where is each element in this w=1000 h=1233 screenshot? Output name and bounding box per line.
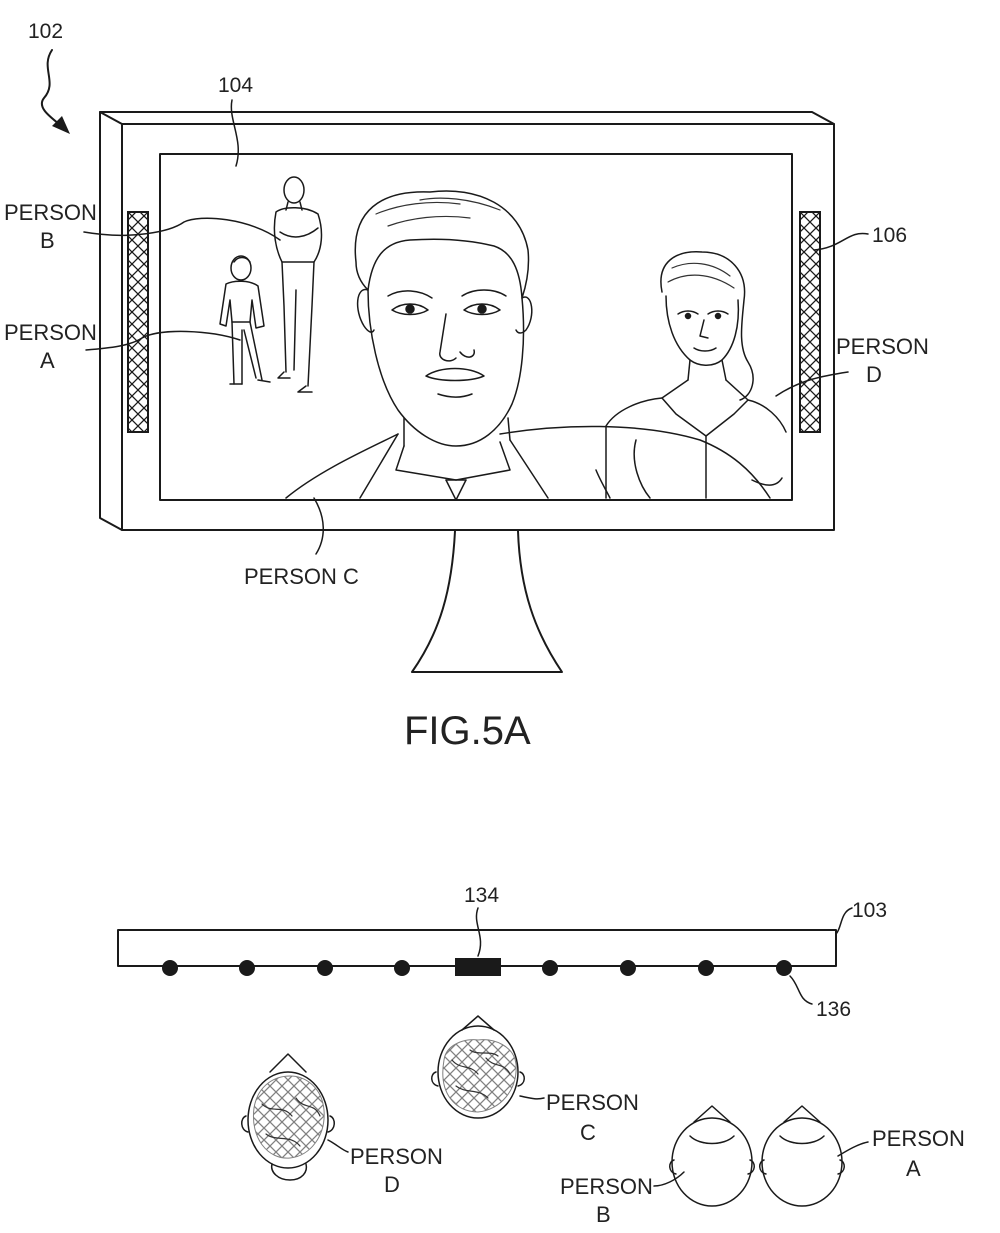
ref-134: 134 [464, 884, 499, 907]
label-person-d-line2: D [866, 362, 882, 387]
ref-103: 103 [852, 899, 887, 922]
leader-5b-person-a [837, 1141, 869, 1157]
person-a-head [759, 1105, 845, 1207]
camera-134 [455, 958, 501, 976]
leader-5b-person-d [327, 1139, 349, 1153]
ref-106-leader [813, 232, 869, 251]
leader-person-b [83, 217, 281, 241]
person-c-figure [285, 190, 771, 501]
label-5b-person-d-line1: PERSON [350, 1144, 443, 1169]
person-b-head [669, 1105, 755, 1207]
ref-136-leader [789, 975, 813, 1005]
ref-104-leader [230, 99, 240, 167]
figure-label-5a: FIG.5A [404, 709, 531, 753]
leader-person-c [313, 497, 324, 555]
leader-person-a [85, 330, 241, 351]
person-b-figure [273, 176, 323, 393]
ref-102-leader [41, 49, 65, 129]
label-5b-person-a-line1: PERSON [872, 1126, 965, 1151]
light-strip-right [799, 211, 821, 433]
person-d-head [241, 1053, 335, 1181]
monitor [99, 111, 835, 531]
screen-104 [159, 153, 793, 501]
label-person-a-line2: A [40, 348, 55, 373]
label-person-b-line1: PERSON [4, 200, 97, 225]
ref-134-leader [475, 907, 482, 957]
ref-104: 104 [218, 74, 253, 97]
label-5b-person-d-line2: D [384, 1172, 400, 1197]
ref-136: 136 [816, 998, 851, 1021]
person-c-head [431, 1015, 525, 1119]
label-5b-person-a-line2: A [906, 1156, 921, 1181]
leader-person-d [775, 371, 849, 397]
fig5a: 102 104 106 [4, 20, 929, 753]
person-d-figure [605, 251, 787, 499]
light-strip-left [127, 211, 149, 433]
fig5b: 134 103 136 PERSON C PERSON [117, 884, 965, 1227]
ref-102: 102 [28, 20, 63, 43]
ref-102-arrowhead [52, 116, 70, 134]
ref-103-leader [835, 907, 853, 935]
leader-5b-person-b [653, 1171, 685, 1187]
monitor-stand [411, 530, 563, 673]
label-person-b-line2: B [40, 228, 55, 253]
label-person-c: PERSON C [244, 564, 359, 589]
leader-5b-person-c [519, 1095, 545, 1100]
label-5b-person-b-line1: PERSON [560, 1174, 653, 1199]
microphones-136 [162, 960, 792, 976]
label-5b-person-b-line2: B [596, 1202, 611, 1227]
label-person-d-line1: PERSON [836, 334, 929, 359]
label-5b-person-c-line1: PERSON [546, 1090, 639, 1115]
ref-106: 106 [872, 224, 907, 247]
person-a-figure [219, 255, 271, 385]
label-person-a-line1: PERSON [4, 320, 97, 345]
label-5b-person-c-line2: C [580, 1120, 596, 1145]
